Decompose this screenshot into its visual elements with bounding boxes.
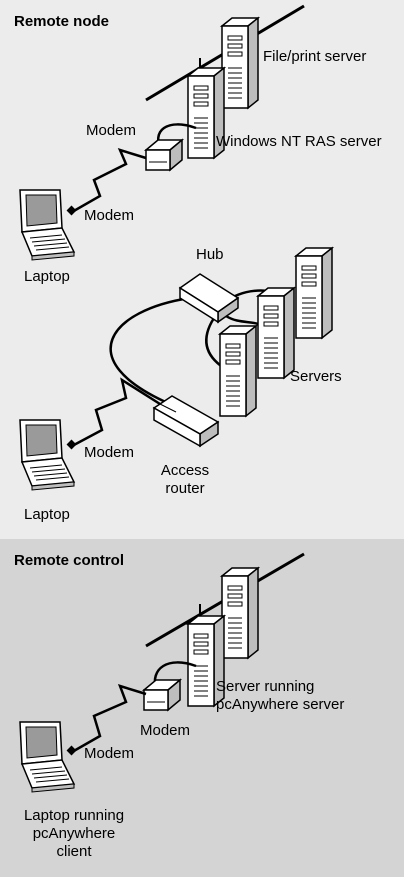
file-server-icon [221,567,259,659]
phone-line-icon [71,377,161,448]
pcanywhere-client-label-line-3: client [56,843,92,860]
section-title-remote-control: Remote control [14,552,125,569]
modem-icon [143,679,181,711]
phone-line-icon [71,148,147,214]
remote-control-panel [0,539,404,877]
modem-icon [145,139,183,171]
server-icon [295,247,333,339]
pcanywhere-server-label-line-2: pcAnywhere server [216,696,345,713]
laptop-icon [19,721,75,793]
file-print-server-icon [221,17,259,109]
laptop-icon [19,419,75,491]
pcanywhere-server-label-line-1: Server running [216,678,315,695]
access-router-label-line-1: Access [160,462,210,479]
server-icon [257,287,295,379]
nt-ras-server-label: Windows NT RAS server [216,133,382,150]
file-print-server-label: File/print server [263,48,367,65]
phone-line-icon [71,684,147,754]
modem-label: Modem [140,722,191,739]
laptop-modem-label: Modem [84,745,135,762]
pcanywhere-server-label: Server running pcAnywhere server [216,678,344,714]
modem-label: Modem [86,122,137,139]
laptop-label: Laptop [24,268,70,285]
router-to-hub-cable [109,296,191,406]
laptop-modem-label: Modem [84,207,135,224]
hub-label: Hub [196,246,224,263]
hub-icon [178,273,240,324]
section-title-remote-node: Remote node [14,13,110,30]
pcanywhere-client-label-line-2: pcAnywhere [32,825,116,842]
access-router-label-line-2: router [165,480,205,497]
access-router-label: Access router [150,462,220,498]
laptop-modem-label: Modem [84,444,135,461]
laptop-icon [19,189,75,261]
servers-label: Servers [290,368,342,385]
laptop-label: Laptop [24,506,70,523]
pcanywhere-client-label: Laptop running pcAnywhere client [12,807,136,861]
pcanywhere-client-label-line-1: Laptop running [23,807,125,824]
server-icon [219,325,257,417]
access-router-icon [152,395,220,448]
